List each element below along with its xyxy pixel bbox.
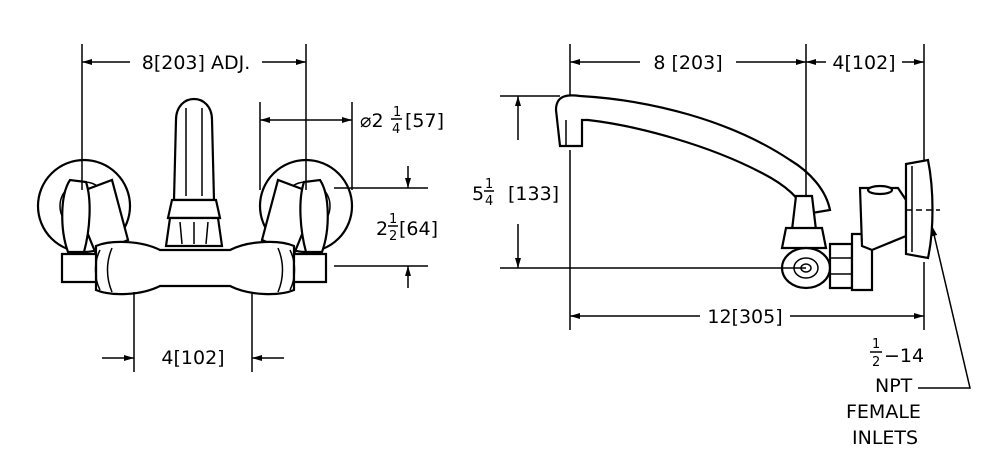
left-handle [61,178,91,254]
front-bottom-label: 4[102] [161,347,224,369]
front-spout [164,97,224,248]
dim-front-height: 2 1 2 [64] [334,166,438,288]
front-body [60,240,328,296]
front-diameter-whole: ⌀2 [360,110,384,132]
right-handle [299,178,329,254]
front-height-whole: 2 [376,218,388,240]
note-line2: NPT [875,375,913,397]
side-supply [828,158,934,292]
front-height-metric: [64] [399,218,438,240]
side-view: 8 [203] 4[102] 5 1 4 [133] 12[305] [472,44,971,449]
note-thread: −14 [884,345,924,367]
front-diameter-den: 4 [392,122,400,137]
note-line3: FEMALE [846,401,921,423]
dim-front-width: 8[203] ADJ. [81,44,307,190]
front-diameter-num: 1 [393,105,401,120]
side-top-left-label: 8 [203] [653,52,722,74]
inlet-note: 1 2 −14 NPT FEMALE INLETS [846,337,924,449]
dim-side-height: 5 1 4 [133] [472,95,806,269]
note-line4: INLETS [852,427,918,449]
dim-side-top: 8 [203] 4[102] [569,44,925,196]
dim-front-diameter: ⌀2 1 4 [57] [259,102,444,190]
note-den: 2 [872,355,880,370]
note-num: 1 [872,337,880,352]
front-height-num: 1 [389,212,397,227]
side-spout [554,94,832,216]
front-height-den: 2 [389,229,397,244]
note-leader [918,225,971,389]
dim-side-overall: 12[305] [569,150,925,330]
side-overall-label: 12[305] [707,306,782,328]
side-top-right-label: 4[102] [832,52,895,74]
front-width-label: 8[203] ADJ. [142,52,251,74]
front-view: 8[203] ADJ. ⌀2 1 4 [57] 2 1 2 [64] [36,44,444,372]
side-height-metric: [133] [508,183,559,205]
front-diameter-metric: [57] [405,110,444,132]
side-height-whole: 5 [472,183,484,205]
dim-front-bottom: 4[102] [102,292,284,372]
side-height-num: 1 [485,177,493,192]
side-height-den: 4 [485,194,493,209]
